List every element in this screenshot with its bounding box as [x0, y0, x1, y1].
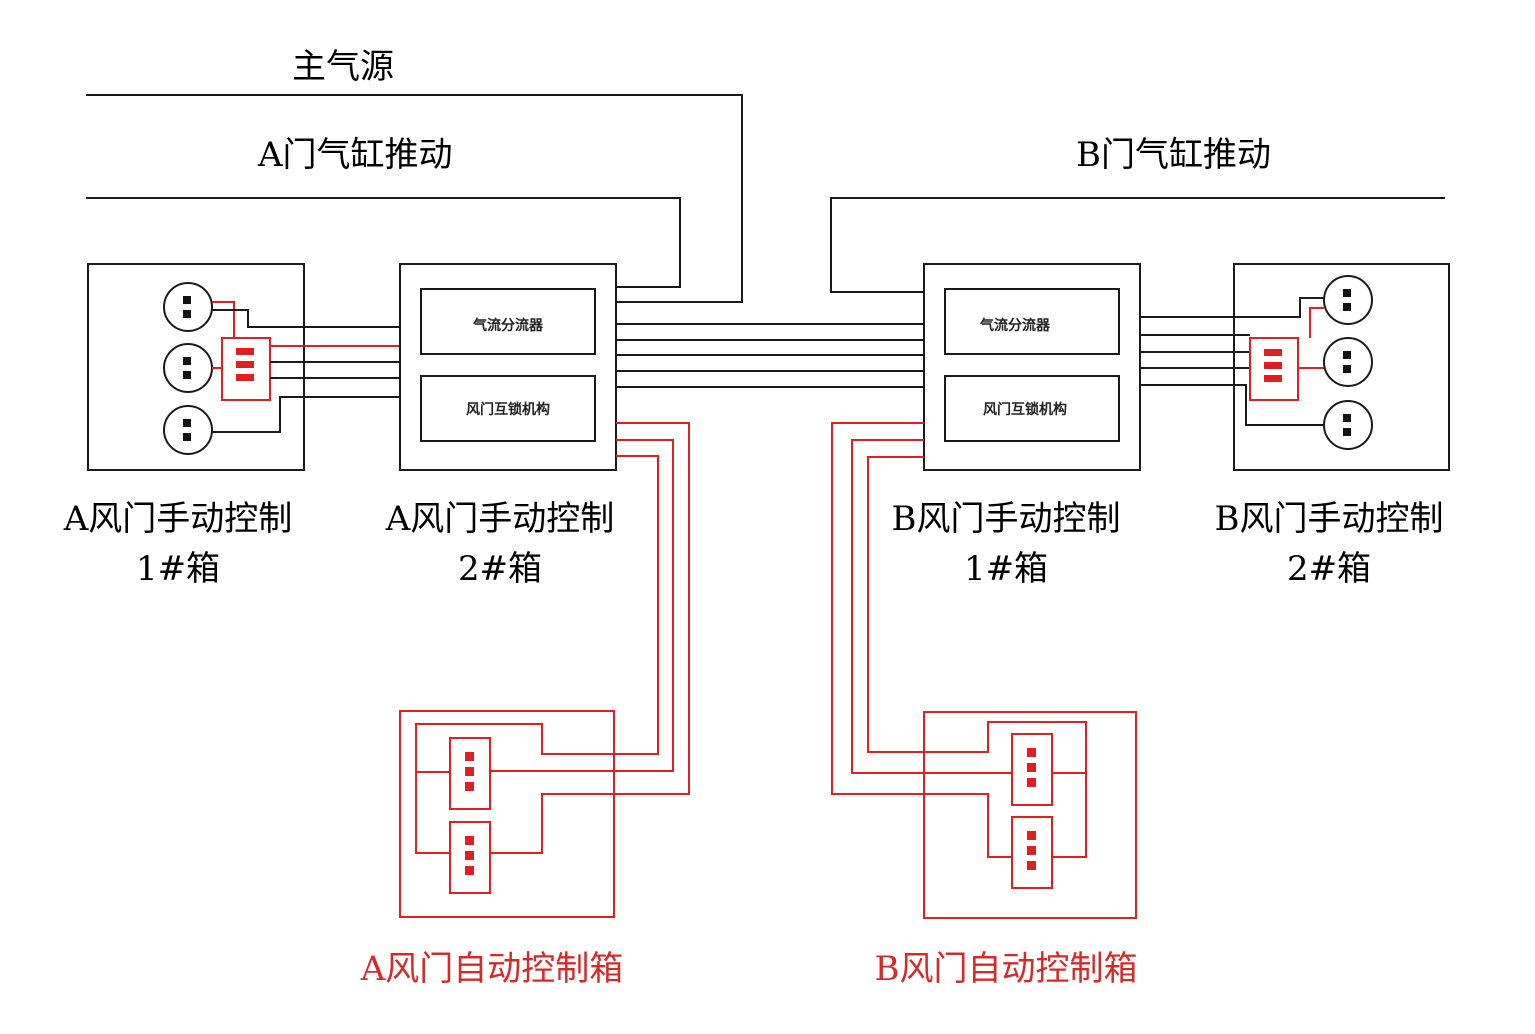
- b-manual-box-1: 气流分流器 风门互锁机构: [923, 263, 1141, 471]
- b-auto-control-box: [831, 422, 1137, 919]
- b-manual-box-1-frame: [923, 263, 1141, 471]
- a-manual-box-2-title: A风门手动控制: [385, 499, 615, 539]
- main-source-line: [86, 94, 743, 303]
- a-cylinder-label: A门气缸推动: [257, 135, 453, 175]
- b-manual-box-2-subtitle: 2#箱: [1287, 549, 1371, 589]
- a-manual-box-1-title: A风门手动控制: [63, 499, 293, 539]
- a-box1-to-box2-tubes: [212, 309, 400, 433]
- b-cylinder-line: [830, 197, 1445, 293]
- a-to-b-trunk-lines: [616, 323, 924, 388]
- a-auto-control-box: [399, 422, 690, 918]
- b-auto-box-title: B风门自动控制箱: [875, 949, 1138, 989]
- a-valve-3-icon: [163, 405, 213, 455]
- main-air-lines: [86, 94, 1445, 303]
- a-valve-1-icon: [163, 282, 213, 332]
- b-valve-3-icon: [1323, 400, 1373, 450]
- a-manual-box-1-subtitle: 1#箱: [136, 549, 220, 589]
- b-manual-box-2-title: B风门手动控制: [1215, 499, 1444, 539]
- b-manual-box-2-frame: [1233, 263, 1450, 471]
- a-splitter-label: 气流分流器: [472, 317, 544, 334]
- a-auto-box-frame: [399, 710, 615, 918]
- b-box1-to-box2-tubes: [1140, 316, 1250, 386]
- main-source-label: 主气源: [292, 47, 394, 87]
- b-auto-valve-2-icon: [1011, 816, 1053, 889]
- a-cylinder-line: [86, 197, 681, 288]
- a-manual-box-1-frame: [87, 263, 305, 471]
- a-interlock-label: 风门互锁机构: [466, 401, 550, 418]
- b-valve-1-icon: [1323, 275, 1373, 325]
- a-manual-box-2: 气流分流器 风门互锁机构: [399, 263, 617, 471]
- b-interlock-label: 风门互锁机构: [983, 401, 1067, 418]
- a-auto-valve-1-icon: [449, 737, 491, 810]
- b-manual-box-2: [1233, 263, 1450, 471]
- b-valve-2-icon: [1323, 337, 1373, 387]
- a-interlock-box: [420, 375, 596, 442]
- a-manual-box-2-frame: [399, 263, 617, 471]
- a-valve-2-icon: [163, 343, 213, 393]
- b-splitter-box: [944, 288, 1120, 355]
- a-splitter-box: [420, 288, 596, 355]
- b-manual-box-1-subtitle: 1#箱: [964, 549, 1048, 589]
- a-shuttle-valve-icon: [221, 337, 271, 401]
- b-manual-box-1-title: B风门手动控制: [892, 499, 1121, 539]
- b-splitter-label: 气流分流器: [979, 317, 1051, 334]
- b-auto-box-frame: [923, 711, 1137, 919]
- a-manual-box-2-subtitle: 2#箱: [458, 549, 542, 589]
- a-auto-valve-2-icon: [449, 821, 491, 894]
- b-cylinder-label: B门气缸推动: [1076, 135, 1271, 175]
- b-auto-valve-1-icon: [1011, 733, 1053, 806]
- b-interlock-box: [944, 375, 1120, 442]
- a-manual-box-1: [87, 263, 305, 471]
- a-auto-box-title: A风门自动控制箱: [360, 949, 624, 989]
